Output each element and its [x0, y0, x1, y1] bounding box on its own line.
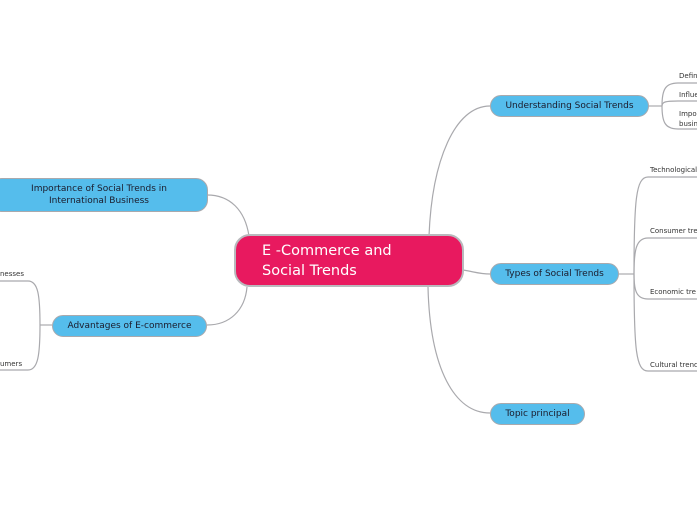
connector-t-2 — [633, 237, 697, 275]
connector-u-3 — [661, 105, 697, 130]
subtopic-cultural-trends[interactable]: Cultural trend — [650, 361, 697, 369]
topic-understanding-social-trends[interactable]: Understanding Social Trends — [490, 95, 649, 117]
subtopic-economic-trends[interactable]: Economic tre — [650, 288, 696, 296]
topic-principal[interactable]: Topic principal — [490, 403, 585, 425]
connector-understanding — [428, 105, 491, 237]
connector-principal — [427, 286, 491, 414]
connector-a-2 — [0, 324, 41, 371]
topic-importance-of-social-trends[interactable]: Importance of Social Trends in Internati… — [0, 178, 208, 212]
connector-u-2 — [661, 100, 697, 107]
connector-u-1 — [661, 82, 697, 107]
subtopic-technological[interactable]: Technological — [650, 166, 697, 174]
central-topic-label: E -Commerce and Social Trends — [262, 242, 392, 279]
connector-t-4 — [633, 273, 697, 372]
subtopic-consumer-trends[interactable]: Consumer tre — [650, 227, 697, 235]
connector-t-1 — [633, 176, 697, 275]
connector-a-1 — [0, 280, 41, 326]
connector-advantages — [206, 286, 248, 326]
connector-types — [462, 269, 491, 275]
central-topic[interactable]: E -Commerce and Social Trends — [234, 234, 464, 287]
subtopic-importance[interactable]: Impo busin — [679, 110, 697, 128]
topic-types-of-social-trends[interactable]: Types of Social Trends — [490, 263, 619, 285]
subtopic-businesses[interactable]: nesses — [0, 270, 24, 278]
topic-advantages-of-ecommerce[interactable]: Advantages of E-commerce — [52, 315, 207, 337]
subtopic-influence[interactable]: Influe — [679, 91, 697, 99]
subtopic-definition[interactable]: Defin — [679, 72, 697, 80]
connector-importance — [206, 194, 250, 237]
subtopic-consumers[interactable]: umers — [0, 360, 23, 368]
